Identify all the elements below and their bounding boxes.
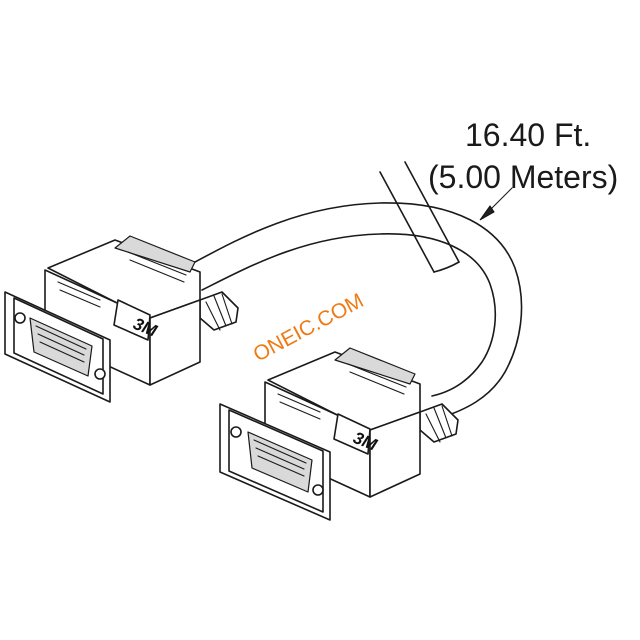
connector-upper xyxy=(4,235,239,403)
length-feet-label: 16.40 Ft. xyxy=(465,117,591,153)
length-meters-label: (5.00 Meters) xyxy=(428,159,618,195)
length-callout: 16.40 Ft. (5.00 Meters) xyxy=(428,117,618,221)
cable xyxy=(194,161,523,419)
thumbscrew-upper xyxy=(199,291,239,331)
connector-lower xyxy=(219,347,459,521)
thumbscrew-lower xyxy=(419,403,459,443)
